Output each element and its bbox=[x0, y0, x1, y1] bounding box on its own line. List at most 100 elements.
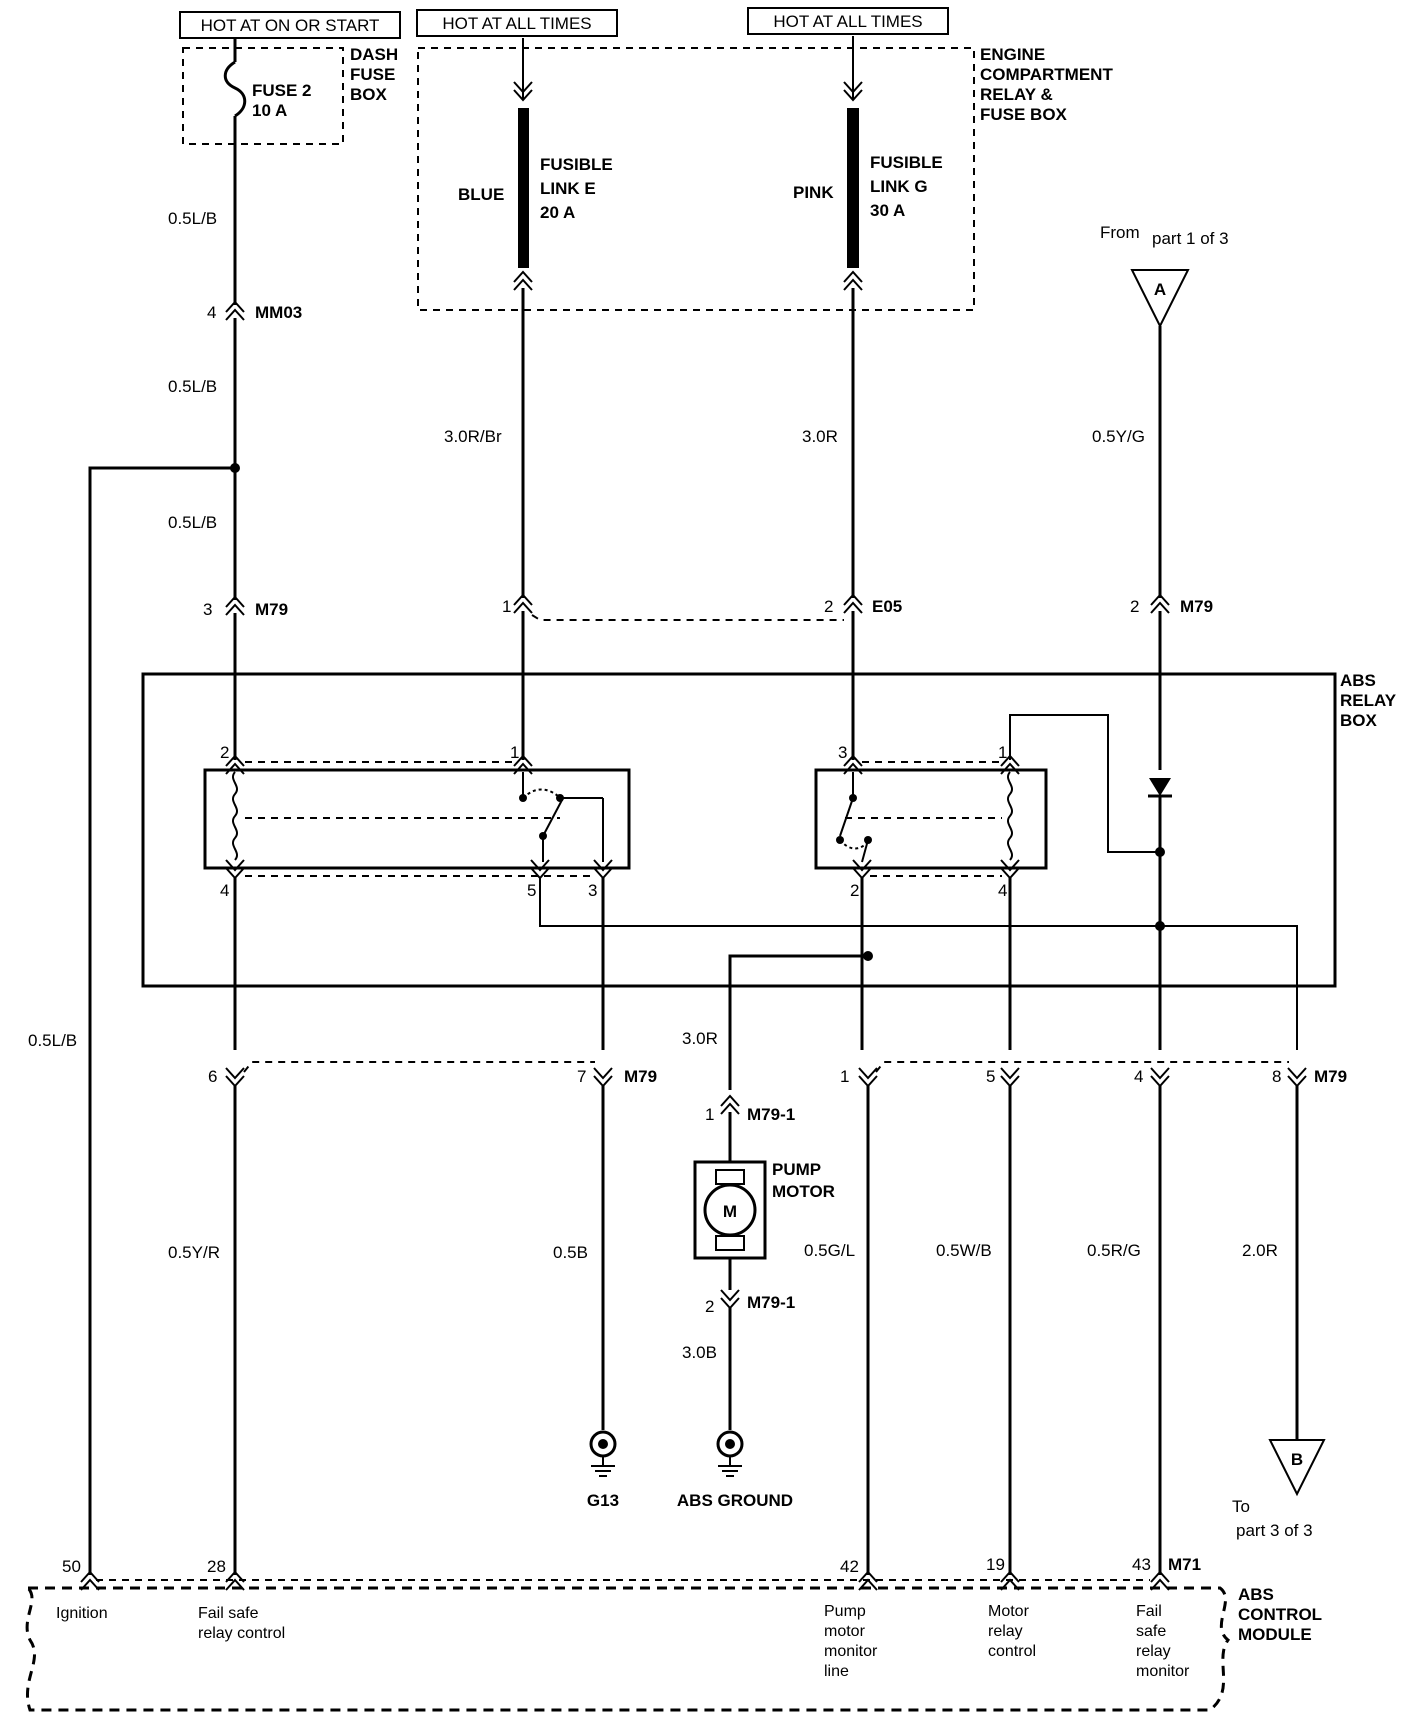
wire-label: 0.5Y/R bbox=[168, 1243, 220, 1262]
svg-text:HOT AT ALL TIMES: HOT AT ALL TIMES bbox=[442, 14, 591, 33]
svg-text:LINK E: LINK E bbox=[540, 179, 596, 198]
connector-m79: M79 bbox=[624, 1067, 657, 1086]
svg-text:part 3 of 3: part 3 of 3 bbox=[1236, 1521, 1313, 1540]
svg-text:HOT AT ON OR START: HOT AT ON OR START bbox=[201, 16, 380, 35]
connector-m79: M79 bbox=[1314, 1067, 1347, 1086]
wire-label: 3.0R bbox=[802, 427, 838, 446]
connector-pin: 4 bbox=[207, 303, 216, 322]
svg-text:FUSIBLE: FUSIBLE bbox=[870, 153, 943, 172]
svg-text:ABS: ABS bbox=[1238, 1585, 1274, 1604]
wire-link-e bbox=[513, 288, 533, 760]
svg-text:From: From bbox=[1100, 223, 1140, 242]
svg-text:G13: G13 bbox=[587, 1491, 619, 1510]
svg-text:30 A: 30 A bbox=[870, 201, 905, 220]
connector-m79-1: M79-1 bbox=[747, 1293, 795, 1312]
relay-box-internal-wiring bbox=[233, 714, 1298, 1090]
relay-pin: 2 bbox=[220, 743, 229, 762]
source-hot-all-times-2: HOT AT ALL TIMES bbox=[747, 7, 949, 35]
connector-pin: 3 bbox=[203, 600, 212, 619]
module-input-motor-relay: relay bbox=[988, 1623, 1023, 1640]
svg-text:RELAY &: RELAY & bbox=[980, 85, 1053, 104]
module-input-fail-safe: Fail safe bbox=[198, 1605, 259, 1622]
svg-text:FUSE BOX: FUSE BOX bbox=[980, 105, 1068, 124]
ground-icon-abs: ABS GROUND bbox=[677, 1430, 793, 1510]
dash-fuse-box: DASH FUSE BOX bbox=[182, 45, 398, 145]
connector-pin: 5 bbox=[986, 1067, 995, 1086]
module-pin: 42 bbox=[840, 1557, 859, 1576]
connector-pin: 2 bbox=[1130, 597, 1139, 616]
connector-pin: 1 bbox=[705, 1105, 714, 1124]
pump-motor: M PUMP MOTOR bbox=[693, 1095, 835, 1430]
fail-safe-relay bbox=[203, 755, 631, 879]
offpage-connector-a: From part 1 of 3 A bbox=[1100, 223, 1229, 329]
module-pin: 43 bbox=[1132, 1555, 1151, 1574]
connector-pin: 2 bbox=[705, 1297, 714, 1316]
svg-text:part 1 of 3: part 1 of 3 bbox=[1152, 229, 1229, 248]
svg-text:BOX: BOX bbox=[1340, 711, 1378, 730]
connector-pin: 1 bbox=[502, 597, 511, 616]
wire-label: 0.5L/B bbox=[28, 1031, 77, 1050]
relay-pin: 1 bbox=[998, 743, 1007, 762]
source-hot-all-times-1: HOT AT ALL TIMES bbox=[416, 9, 618, 37]
module-input-motor-relay: control bbox=[988, 1643, 1036, 1660]
relay-pin: 3 bbox=[588, 881, 597, 900]
svg-text:BLUE: BLUE bbox=[458, 185, 504, 204]
ground-icon-g13: G13 bbox=[587, 1430, 619, 1510]
svg-text:FUSE: FUSE bbox=[350, 65, 395, 84]
module-input-fail-safe-monitor: monitor bbox=[1136, 1663, 1190, 1680]
module-input-pump-monitor: line bbox=[824, 1663, 849, 1680]
connector-mm03: MM03 bbox=[255, 303, 302, 322]
wire-label: 0.5R/G bbox=[1087, 1241, 1141, 1260]
module-input-motor-relay: Motor bbox=[988, 1603, 1030, 1620]
svg-text:PINK: PINK bbox=[793, 183, 834, 202]
connector-pin: 8 bbox=[1272, 1067, 1281, 1086]
fusible-link-g: PINK FUSIBLE LINK G 30 A bbox=[793, 36, 943, 291]
svg-text:LINK G: LINK G bbox=[870, 177, 928, 196]
wire-label: 0.5L/B bbox=[168, 209, 217, 228]
wire-label: 0.5W/B bbox=[936, 1241, 992, 1260]
connector-m79: M79 bbox=[1180, 597, 1213, 616]
svg-text:ABS: ABS bbox=[1340, 671, 1376, 690]
module-pin: 50 bbox=[62, 1557, 81, 1576]
module-input-pump-monitor: monitor bbox=[824, 1643, 878, 1660]
connector-e05: E05 bbox=[872, 597, 902, 616]
svg-text:FUSIBLE: FUSIBLE bbox=[540, 155, 613, 174]
svg-text:A: A bbox=[1154, 280, 1166, 299]
relay-pin: 4 bbox=[998, 881, 1007, 900]
svg-text:BOX: BOX bbox=[350, 85, 388, 104]
wire-label: 0.5B bbox=[553, 1243, 588, 1262]
svg-text:COMPARTMENT: COMPARTMENT bbox=[980, 65, 1113, 84]
wire-link-g bbox=[843, 288, 863, 760]
wire-label: 0.5G/L bbox=[804, 1241, 855, 1260]
source-hot-on-start: HOT AT ON OR START bbox=[179, 11, 401, 39]
module-input-pump-monitor: motor bbox=[824, 1623, 866, 1640]
svg-text:MODULE: MODULE bbox=[1238, 1625, 1312, 1644]
module-input-fail-safe-monitor: relay bbox=[1136, 1643, 1171, 1660]
relay-pin: 1 bbox=[510, 743, 519, 762]
module-pin: 28 bbox=[207, 1557, 226, 1576]
wire-label: 3.0R/Br bbox=[444, 427, 502, 446]
relay-pin: 3 bbox=[838, 743, 847, 762]
wire-label: 2.0R bbox=[1242, 1241, 1278, 1260]
engine-compartment-fuse-box: ENGINE COMPARTMENT RELAY & FUSE BOX bbox=[417, 45, 1113, 311]
svg-text:To: To bbox=[1232, 1497, 1250, 1516]
abs-relay-box: ABS RELAY BOX bbox=[141, 671, 1397, 988]
module-input-ignition: Ignition bbox=[56, 1605, 108, 1622]
connector-pin: 7 bbox=[577, 1067, 586, 1086]
connector-pin: 4 bbox=[1134, 1067, 1143, 1086]
svg-text:CONTROL: CONTROL bbox=[1238, 1605, 1322, 1624]
svg-text:ENGINE: ENGINE bbox=[980, 45, 1045, 64]
relay-pin: 5 bbox=[527, 881, 536, 900]
wire-label: 0.5L/B bbox=[168, 513, 217, 532]
motor-relay bbox=[814, 755, 1048, 879]
svg-text:10 A: 10 A bbox=[252, 101, 287, 120]
wire-label: 0.5Y/G bbox=[1092, 427, 1145, 446]
wire-label: 3.0R bbox=[682, 1029, 718, 1048]
connector-m71: M71 bbox=[1168, 1555, 1201, 1574]
svg-text:20 A: 20 A bbox=[540, 203, 575, 222]
fuse-2: FUSE 2 10 A bbox=[223, 38, 312, 132]
relay-pin: 4 bbox=[220, 881, 229, 900]
fusible-link-e: BLUE FUSIBLE LINK E 20 A bbox=[458, 38, 613, 291]
wire-from-a bbox=[1150, 326, 1170, 770]
wire-ignition-feed bbox=[88, 132, 245, 1575]
